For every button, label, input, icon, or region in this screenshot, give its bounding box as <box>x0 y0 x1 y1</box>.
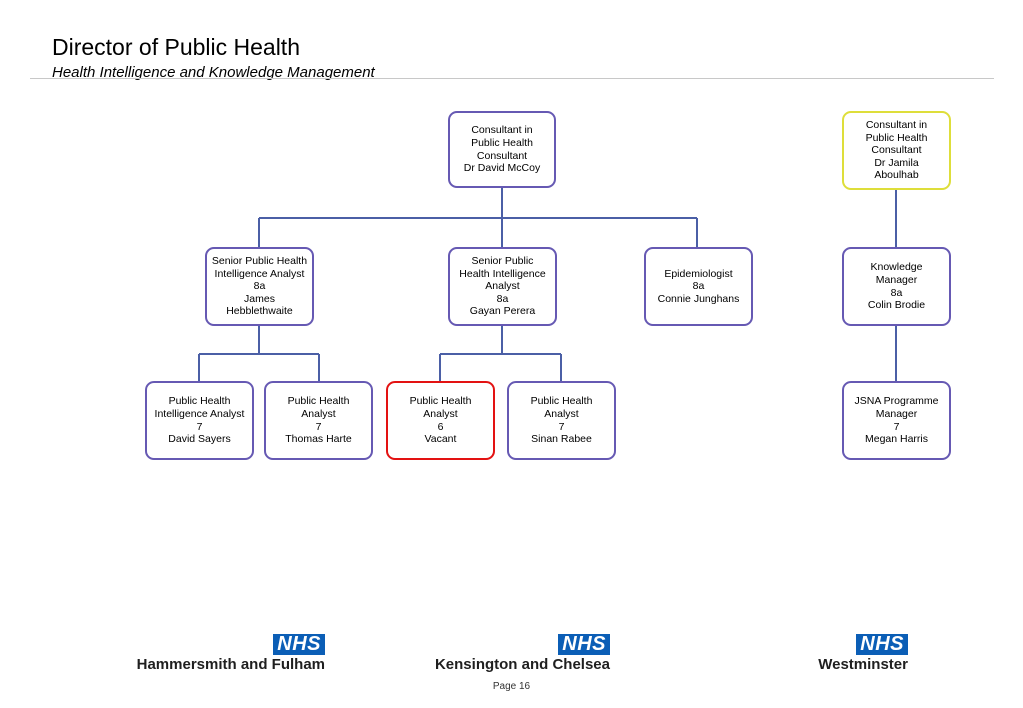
node-line: Aboulhab <box>874 169 919 182</box>
node-analyst-harte: Public Health Analyst 7 Thomas Harte <box>264 381 373 460</box>
node-line: Public Health <box>530 395 593 408</box>
logo-westminster: NHS Westminster <box>795 634 908 673</box>
node-line: JSNA Programme <box>854 395 939 408</box>
node-line: 7 <box>893 420 900 433</box>
node-line: Knowledge <box>870 261 923 274</box>
nhs-logo-mark: NHS <box>558 634 610 655</box>
node-line: Health Intelligence <box>459 267 546 280</box>
node-line: Public Health <box>168 395 231 408</box>
node-line: Public Health <box>471 136 533 149</box>
node-jsna-manager: JSNA Programme Manager 7 Megan Harris <box>842 381 951 460</box>
node-line: Colin Brodie <box>867 299 926 312</box>
node-line: Manager <box>875 273 918 286</box>
node-line: Senior Public <box>471 255 534 268</box>
node-line: 8a <box>496 292 509 305</box>
node-line: Vacant <box>424 433 457 446</box>
logo-org-name: Westminster <box>818 656 908 673</box>
node-line: Public Health <box>865 131 928 144</box>
node-line: Manager <box>875 407 918 420</box>
node-line: Consultant <box>871 144 922 157</box>
node-line: Analyst <box>423 407 458 420</box>
node-line: Intelligence Analyst <box>214 267 305 280</box>
node-line: Sinan Rabee <box>531 433 592 446</box>
node-line: David Sayers <box>168 433 231 446</box>
node-line: Analyst <box>301 407 336 420</box>
node-analyst-rabee: Public Health Analyst 7 Sinan Rabee <box>507 381 616 460</box>
node-knowledge-manager: Knowledge Manager 8a Colin Brodie <box>842 247 951 326</box>
node-line: Gayan Perera <box>469 305 536 318</box>
nhs-logo-mark: NHS <box>856 634 908 655</box>
node-line: Consultant <box>476 149 528 162</box>
node-consultant-mccoy: Consultant in Public Health Consultant D… <box>448 111 556 188</box>
node-line: Consultant in <box>471 124 533 137</box>
node-line: Dr David McCoy <box>463 162 541 175</box>
nhs-logo-mark: NHS <box>273 634 325 655</box>
logo-org-name: Kensington and Chelsea <box>434 656 610 673</box>
logo-kensington-chelsea: NHS Kensington and Chelsea <box>430 634 610 673</box>
node-line: Intelligence Analyst <box>154 407 245 420</box>
node-line: Senior Public Health <box>211 255 308 268</box>
node-line: 8a <box>692 280 705 293</box>
node-line: 7 <box>558 420 565 433</box>
node-line: Connie Junghans <box>657 292 740 305</box>
node-senior-perera: Senior Public Health Intelligence Analys… <box>448 247 557 326</box>
node-line: Dr Jamila <box>874 156 919 169</box>
logo-org-name: Hammersmith and Fulham <box>136 656 325 673</box>
node-line: Public Health <box>409 395 472 408</box>
node-line: 7 <box>196 420 203 433</box>
node-line: 8a <box>253 280 266 293</box>
node-line: James <box>244 292 275 305</box>
header-divider <box>30 78 994 79</box>
node-line: Epidemiologist <box>664 267 733 280</box>
page-number: Page 16 <box>492 681 531 692</box>
logo-hammersmith-fulham: NHS Hammersmith and Fulham <box>120 634 325 673</box>
page-subtitle: Health Intelligence and Knowledge Manage… <box>52 64 375 81</box>
node-line: 7 <box>315 420 322 433</box>
node-analyst-sayers: Public Health Intelligence Analyst 7 Dav… <box>145 381 254 460</box>
node-line: Thomas Harte <box>285 433 352 446</box>
node-line: Megan Harris <box>864 433 929 446</box>
node-senior-hebblethwaite: Senior Public Health Intelligence Analys… <box>205 247 314 326</box>
node-analyst-vacant: Public Health Analyst 6 Vacant <box>386 381 495 460</box>
page-title: Director of Public Health <box>52 34 300 60</box>
node-line: Analyst <box>544 407 579 420</box>
node-line: Hebblethwaite <box>226 305 293 318</box>
node-line: 6 <box>437 420 444 433</box>
node-consultant-aboulhab: Consultant in Public Health Consultant D… <box>842 111 951 190</box>
node-line: Consultant in <box>865 119 928 132</box>
node-line: Analyst <box>485 280 520 293</box>
node-epidemiologist: Epidemiologist 8a Connie Junghans <box>644 247 753 326</box>
node-line: Public Health <box>287 395 350 408</box>
node-line: 8a <box>890 286 903 299</box>
